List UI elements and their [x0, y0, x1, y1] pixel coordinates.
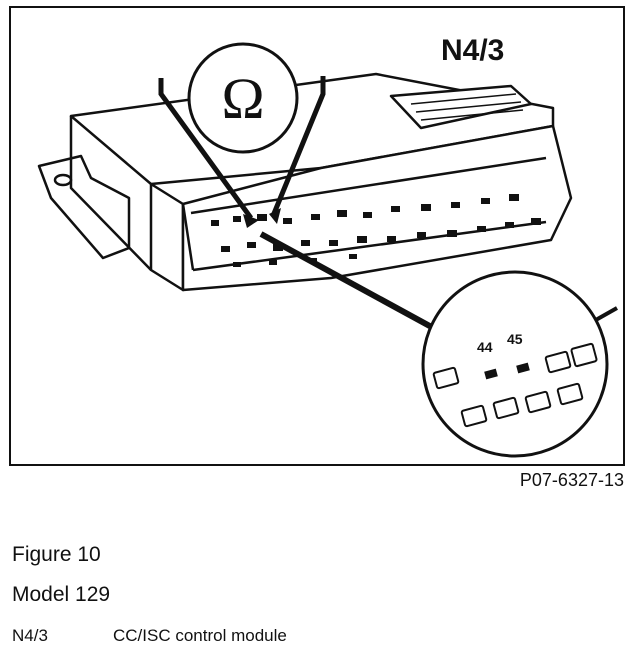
figure-frame: Ω 44 45: [9, 6, 625, 466]
connector-pins: [211, 194, 541, 267]
legend-description: CC/ISC control module: [113, 626, 287, 645]
ohmmeter-symbol: Ω: [158, 42, 326, 228]
pin-44-label: 44: [477, 339, 493, 355]
ohm-symbol: Ω: [221, 66, 264, 131]
legend-code: N4/3: [12, 626, 48, 645]
figure-code: P07-6327-13: [519, 470, 624, 490]
model-caption: Model 129: [12, 583, 111, 606]
detail-magnifier: 44 45: [421, 270, 609, 458]
figure-caption: Figure 10: [12, 543, 101, 566]
pin-45-label: 45: [507, 331, 523, 347]
control-module-illustration: Ω 44 45: [37, 42, 618, 458]
module-housing-front: [149, 182, 185, 292]
mounting-flange: [37, 154, 131, 260]
legend-row: N4/3 CC/ISC control module: [12, 626, 287, 646]
part-label-n4-3: N4/3: [441, 34, 505, 67]
